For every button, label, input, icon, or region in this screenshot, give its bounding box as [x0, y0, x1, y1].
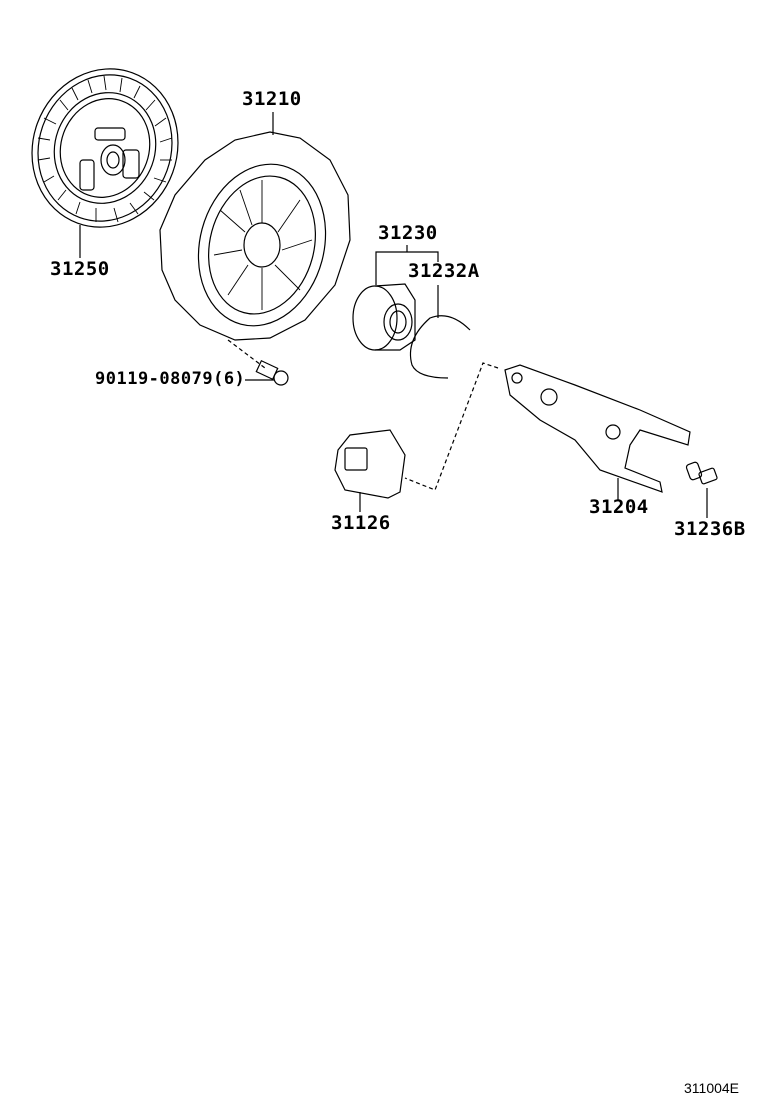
part-label-31126: 31126	[331, 512, 391, 534]
part-label-31236B: 31236B	[674, 518, 746, 540]
bolt-icon	[255, 359, 289, 386]
pivot-stud-icon	[685, 461, 718, 485]
part-label-31250: 31250	[50, 258, 110, 280]
clip-icon	[409, 315, 471, 379]
figure-code: 311004E	[684, 1080, 740, 1096]
release-fork-icon	[504, 364, 691, 493]
part-label-31210: 31210	[242, 88, 302, 110]
clutch-cover-icon	[159, 131, 351, 341]
part-label-31204: 31204	[589, 496, 649, 518]
release-bearing-icon	[352, 283, 416, 351]
part-label-31230: 31230	[378, 222, 438, 244]
clutch-disc-icon	[31, 68, 179, 228]
boot-icon	[334, 429, 406, 499]
part-label-90119-08079: 90119-08079(6)	[95, 369, 246, 389]
part-label-31232A: 31232A	[408, 260, 480, 282]
